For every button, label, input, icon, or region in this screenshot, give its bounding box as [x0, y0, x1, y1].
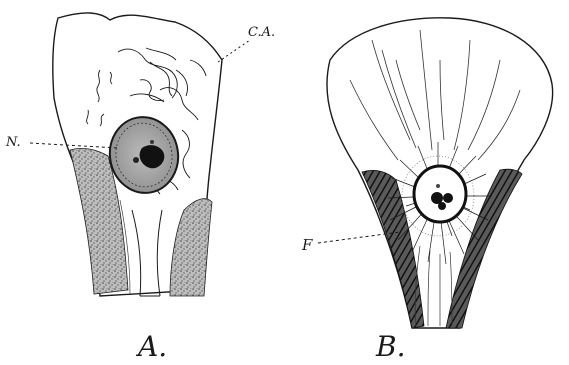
annotation-n: N.	[5, 135, 21, 150]
panel-b-label: B.	[375, 330, 405, 363]
panel-a-label: A.	[135, 330, 167, 363]
panel-a: C.A. N. A.	[5, 13, 275, 363]
leader-line-ca	[218, 40, 250, 62]
annotation-f: F	[301, 236, 313, 254]
panel-b: F B.	[301, 18, 553, 363]
annotation-ca: C.A.	[248, 25, 275, 40]
